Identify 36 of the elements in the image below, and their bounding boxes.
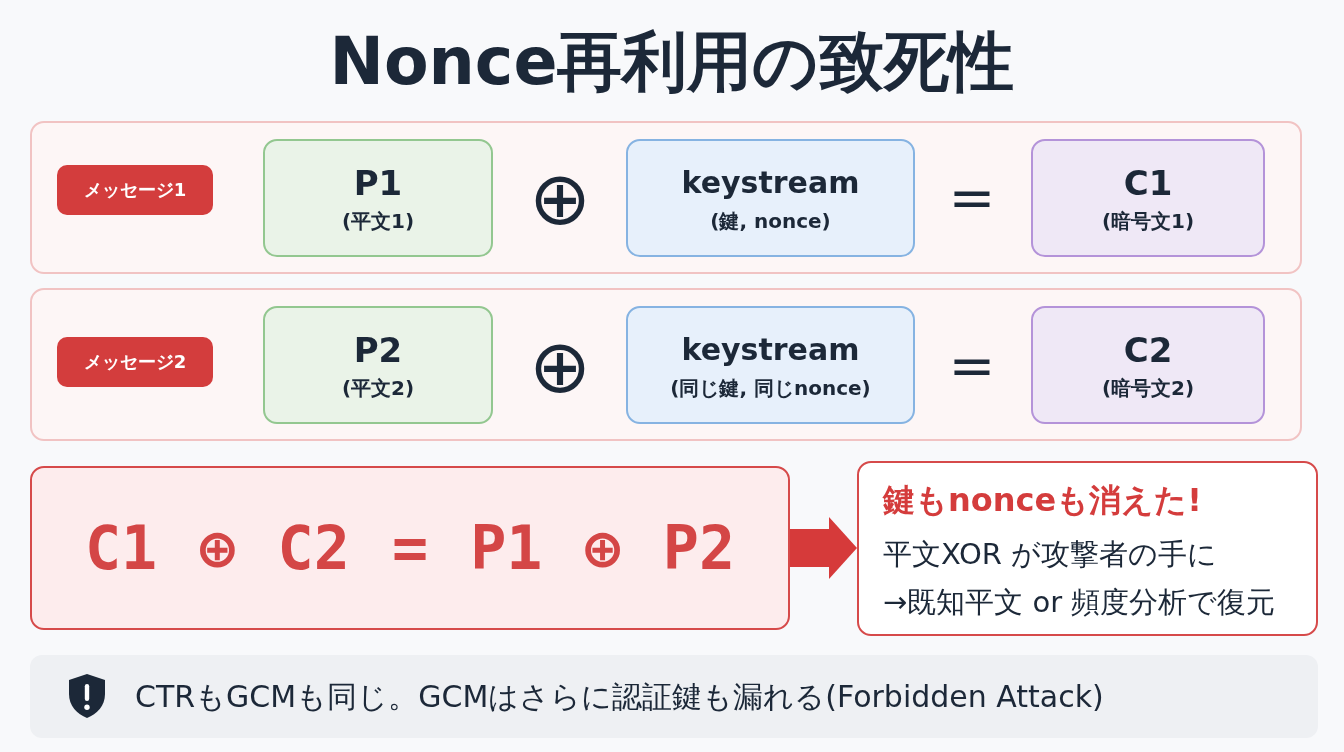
title: Nonce再利用の致死性 bbox=[328, 23, 1016, 101]
message-badge: メッセージ2 bbox=[57, 337, 213, 387]
message-row-panel bbox=[30, 121, 1302, 274]
description-label: (暗号文1) bbox=[1101, 207, 1195, 235]
plaintext-box bbox=[263, 306, 493, 424]
symbol-label: P1 bbox=[353, 161, 403, 204]
xor-symbol: ⊕ bbox=[529, 160, 591, 236]
description-label: (平文2) bbox=[341, 374, 415, 402]
note-text: CTRもGCMも同じ。GCMはさらに認証鍵も漏れる(Forbidden Attack) bbox=[135, 678, 1104, 716]
symbol-label: C1 bbox=[1123, 161, 1173, 204]
keystream-box bbox=[626, 139, 915, 257]
description-label: (同じ鍵, 同じnonce) bbox=[670, 374, 871, 402]
keystream-box bbox=[626, 306, 915, 424]
xor-symbol: ⊕ bbox=[529, 328, 591, 404]
result-heading: 鍵もnonceも消えた! bbox=[883, 480, 1202, 521]
ciphertext-box bbox=[1031, 306, 1265, 424]
description-label: (鍵, nonce) bbox=[710, 207, 831, 235]
result-text: →既知平文 or 頻度分析で復元 bbox=[883, 584, 1276, 621]
symbol-label: keystream bbox=[681, 330, 860, 369]
formula-text: C1 ⊕ C2 = P1 ⊕ P2 bbox=[84, 512, 736, 584]
result-box bbox=[857, 461, 1318, 636]
symbol-label: C2 bbox=[1123, 328, 1173, 371]
equals-sign: = bbox=[948, 337, 996, 395]
formula-box bbox=[30, 466, 790, 630]
symbol-label: P2 bbox=[353, 328, 403, 371]
message-row-panel bbox=[30, 288, 1302, 441]
ciphertext-box bbox=[1031, 139, 1265, 257]
block-arrow bbox=[790, 517, 857, 579]
result-text: 平文XOR が攻撃者の手に bbox=[883, 536, 1218, 573]
note-bar bbox=[30, 655, 1318, 738]
description-label: (暗号文2) bbox=[1101, 374, 1195, 402]
message-badge: メッセージ1 bbox=[57, 165, 213, 215]
plaintext-box bbox=[263, 139, 493, 257]
equals-sign: = bbox=[948, 169, 996, 227]
description-label: (平文1) bbox=[341, 207, 415, 235]
symbol-label: keystream bbox=[681, 163, 860, 202]
